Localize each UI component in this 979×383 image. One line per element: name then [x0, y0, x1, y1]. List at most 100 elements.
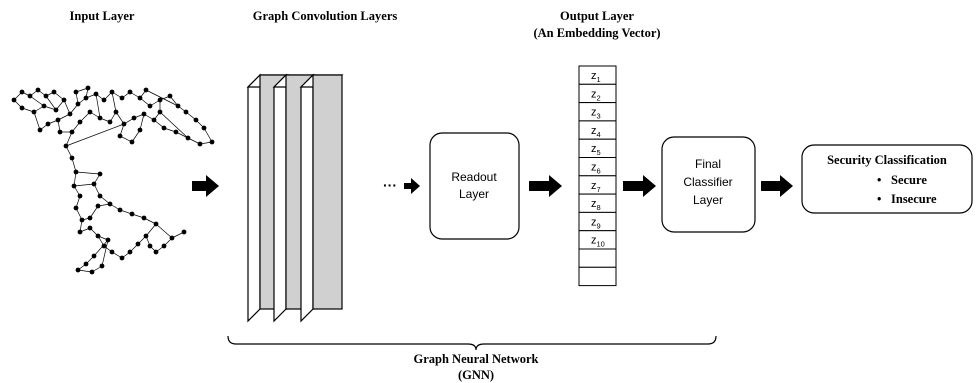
graph-node [137, 95, 143, 101]
graph-node [97, 115, 103, 121]
graph-node [53, 107, 59, 113]
graph-node [183, 109, 189, 115]
graph-node [127, 89, 133, 95]
graph-node [113, 109, 119, 115]
graph-edge [115, 111, 125, 125]
graph-node [95, 233, 101, 239]
graph-node [147, 103, 153, 109]
graph-node [157, 97, 163, 103]
embedding-value: z7 [591, 180, 601, 194]
graph-node [85, 85, 91, 91]
graph-node [77, 193, 83, 199]
embedding-value: z8 [591, 198, 601, 212]
graph-node [91, 253, 97, 259]
graph-node [73, 205, 79, 211]
graph-node [91, 181, 97, 187]
ellipsis: ··· [383, 177, 397, 193]
graph-node [157, 109, 163, 115]
graph-edge [139, 113, 145, 131]
graph-convolution-title: Graph Convolution Layers [253, 9, 398, 23]
output-layer-title: Output Layer [560, 9, 634, 23]
graph-edge [33, 111, 41, 131]
graph-node [55, 117, 61, 123]
graph-edge [93, 239, 109, 257]
graph-node [201, 125, 207, 131]
graph-node [101, 97, 107, 103]
graph-node [95, 203, 101, 209]
graph-node [71, 183, 77, 189]
final-classifier-label-line2: Classifier [683, 175, 732, 189]
graph-node [129, 211, 135, 217]
embedding-value: z3 [591, 107, 601, 121]
graph-node [143, 87, 149, 93]
graph-node [51, 89, 57, 95]
graph-node [83, 261, 89, 267]
final-classifier-label-line1: Final [695, 157, 721, 171]
graph-node [101, 243, 107, 249]
graph-edge [73, 183, 95, 187]
graph-edge [89, 205, 99, 219]
graph-node [143, 233, 149, 239]
graph-node [75, 101, 81, 107]
right-arrow-icon [529, 175, 562, 197]
embedding-value: z1 [591, 70, 601, 84]
graph-node [83, 95, 89, 101]
graph-node [45, 121, 51, 127]
graph-node [197, 141, 203, 147]
graph-node [87, 215, 93, 221]
embedding-cell [578, 266, 617, 287]
graph-node [11, 97, 17, 103]
graph-node [67, 111, 73, 117]
graph-node [27, 93, 33, 99]
graph-node [57, 129, 63, 135]
graph-edge [101, 239, 109, 267]
graph-convolution-layer-3 [299, 73, 344, 323]
right-arrow-icon [623, 175, 656, 197]
graph-node [175, 103, 181, 109]
embedding-value: z2 [591, 88, 601, 102]
final-classifier-layer-box: Final Classifier Layer [661, 136, 756, 233]
graph-node [87, 109, 93, 115]
graph-node [87, 225, 93, 231]
graph-edge [131, 129, 141, 143]
embedding-value: z9 [591, 216, 601, 230]
final-classifier-label-line3: Layer [693, 193, 723, 207]
graph-edge [65, 123, 125, 147]
input-layer-title: Input Layer [70, 9, 135, 23]
graph-edge [203, 127, 213, 143]
gnn-label-line2: (GNN) [458, 368, 494, 382]
graph-node [117, 133, 123, 139]
output-layer-subtitle: (An Embedding Vector) [533, 26, 660, 40]
graph-node [97, 171, 103, 177]
graph-node [151, 117, 157, 123]
graph-node [19, 105, 25, 111]
graph-node [35, 87, 41, 93]
graph-edge [145, 223, 157, 237]
graph-node [167, 93, 173, 99]
graph-edge [75, 171, 101, 175]
graph-edge [155, 223, 173, 239]
gnn-brace [227, 335, 717, 351]
graph-edge [111, 91, 117, 113]
graph-node [153, 249, 159, 255]
embedding-value: z5 [591, 143, 601, 157]
security-classification-box: Security Classification • Secure • Insec… [801, 144, 973, 214]
graph-node [107, 201, 113, 207]
graph-node [141, 111, 147, 117]
graph-edge [45, 95, 57, 111]
graph-node [69, 155, 75, 161]
security-item-insecure: Insecure [891, 192, 937, 206]
graph-node [75, 267, 81, 273]
graph-node [193, 117, 199, 123]
graph-node [19, 89, 25, 95]
graph-node [147, 243, 153, 249]
graph-node [89, 269, 95, 275]
graph-node [161, 125, 167, 131]
graph-node [107, 119, 113, 125]
graph-node [137, 127, 143, 133]
readout-layer-label-line2: Layer [459, 187, 489, 201]
graph-node [99, 263, 105, 269]
graph-edge [95, 93, 101, 119]
